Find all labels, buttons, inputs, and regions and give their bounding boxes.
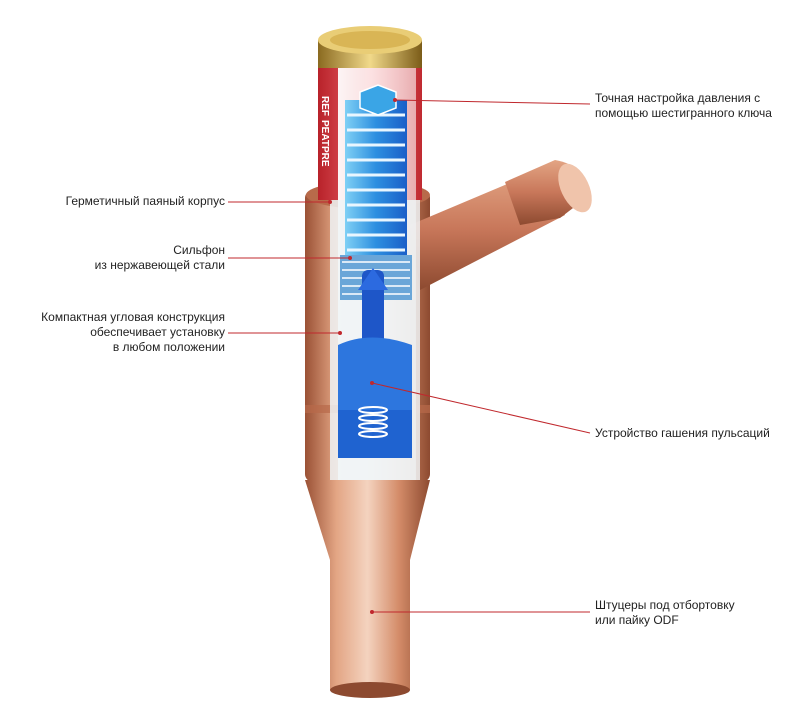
leader-hex-adjust [394,99,591,105]
callout-hex-adjust-line-1: Точная настройка давления с [595,91,761,105]
callout-hex-adjust-line-2: помощью шестигранного ключа [595,106,772,120]
leader-damping [371,382,591,434]
side-inlet-pipe [410,160,592,290]
callout-hex-adjust: Точная настройка давления с помощью шест… [595,91,772,121]
callout-brazed-body: Герметичный паяный корпус [66,194,225,209]
callout-bellows-line-1: Сильфон [173,243,225,257]
callout-brazed-body-line-1: Герметичный паяный корпус [65,194,225,208]
cap-label-line-1: REF [319,96,330,116]
outlet-pipe [305,480,430,698]
leader-dots [328,98,397,614]
callout-fittings-line-1: Штуцеры под отбортовку [595,598,735,612]
cap-label-text: REF PEAT PRE [319,96,330,167]
brass-cap [318,26,422,68]
callout-damping: Устройство гашения пульсаций [595,426,770,441]
callout-angle-design-line-2: обеспечивает установку [90,325,225,339]
cap-label-line-3: PRE [319,146,330,167]
callout-angle-design-line-3: в любом положении [112,340,225,354]
callout-angle-design: Компактная угловая конструкция обеспечив… [41,310,225,355]
leader-lines [228,99,591,613]
callout-damping-line-1: Устройство гашения пульсаций [595,426,770,440]
cutaway-interior [330,60,420,480]
cap-label-line-2: PEAT [319,120,330,146]
callout-fittings-line-2: или пайку ODF [595,613,679,627]
callout-fittings: Штуцеры под отбортовку или пайку ODF [595,598,735,628]
callout-bellows: Сильфон из нержавеющей стали [95,243,225,273]
callout-bellows-line-2: из нержавеющей стали [94,258,225,272]
callout-angle-design-line-1: Компактная угловая конструкция [41,310,225,324]
